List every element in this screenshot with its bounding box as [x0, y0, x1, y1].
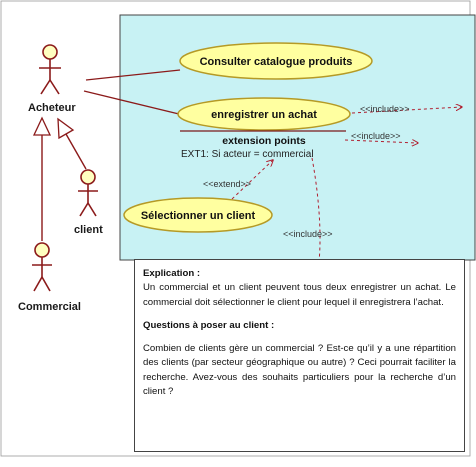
association-acheteur-enregistrer: [83, 90, 184, 116]
actor-commercial[interactable]: [32, 242, 52, 292]
association-acheteur-consulter: [85, 69, 181, 81]
include-label-2: <<include>>: [351, 131, 401, 141]
usecase-enregistrer[interactable]: enregistrer un achat: [177, 97, 351, 131]
explication-text: Un commercial et un client peuvent tous …: [143, 282, 456, 308]
extension-point-item: EXT1: Si acteur = commercial: [181, 149, 314, 160]
usecase-selectionner-label: Sélectionner un client: [141, 210, 256, 222]
include-label-1: <<include>>: [360, 104, 410, 114]
actor-acheteur-label: Acheteur: [28, 102, 76, 114]
usecase-enregistrer-label: enregistrer un achat: [211, 109, 317, 121]
usecase-selectionner[interactable]: Sélectionner un client: [123, 197, 273, 233]
usecase-consulter[interactable]: Consulter catalogue produits: [179, 42, 373, 80]
include-label-3: <<include>>: [283, 229, 333, 239]
include-dependency-3: <<include>>: [283, 157, 333, 263]
questions-text: Combien de clients gère un commercial ? …: [143, 343, 456, 398]
actor-acheteur[interactable]: [39, 44, 61, 95]
include-dependency-1: <<include>>: [351, 104, 462, 114]
actor-client-label: client: [74, 224, 103, 236]
generalization-client-acheteur: [57, 117, 87, 170]
questions-heading: Questions à poser au client :: [143, 319, 275, 331]
generalization-commercial-acheteur: [32, 116, 52, 241]
explanation-note: Explication : Un commercial et un client…: [134, 259, 465, 452]
usecase-consulter-label: Consulter catalogue produits: [200, 56, 353, 68]
extend-label: <<extend>>: [203, 179, 251, 189]
actor-client[interactable]: [78, 169, 98, 217]
extension-points-title: extension points: [222, 135, 306, 147]
actor-commercial-label: Commercial: [18, 301, 81, 313]
explication-heading: Explication :: [143, 268, 201, 279]
include-dependency-2: <<include>>: [344, 131, 418, 143]
extend-dependency: <<extend>>: [203, 160, 273, 200]
